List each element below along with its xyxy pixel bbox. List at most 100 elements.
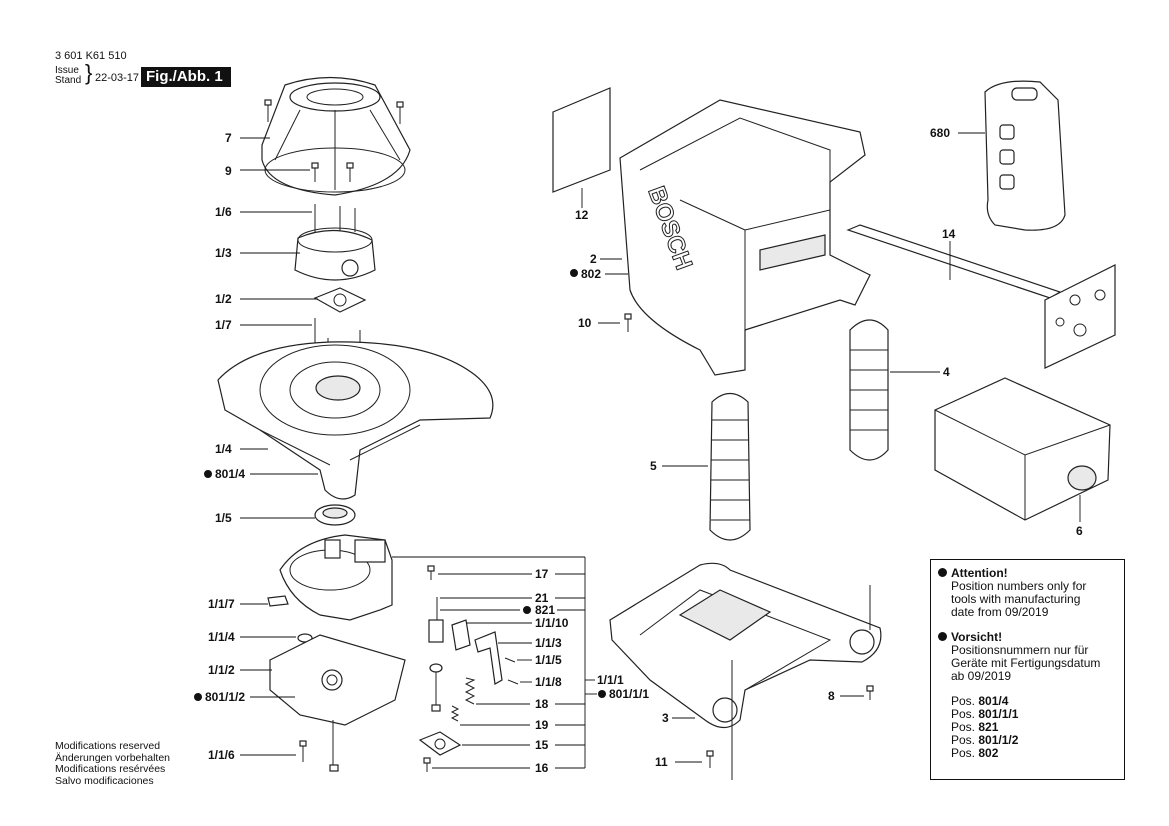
part-spring-18 (464, 677, 476, 705)
label-1-1-8: 1/1/8 (535, 675, 562, 689)
issue-date: 22-03-17 (95, 72, 140, 84)
part-screw-11 (706, 750, 714, 768)
part-screw-8 (866, 685, 874, 700)
label-19: 19 (535, 718, 549, 732)
part-ring-1-5 (314, 504, 356, 526)
label-1-1-10: 1/1/10 (535, 616, 569, 630)
label-1-4: 1/4 (215, 442, 232, 456)
label-9: 9 (225, 164, 232, 178)
figure-badge: Fig./Abb. 1 (141, 67, 231, 87)
mod-line-de: Änderungen vorbehalten (55, 751, 171, 764)
part-cap-1-3 (294, 227, 376, 281)
label-821: 821 (535, 603, 555, 617)
label-7: 7 (225, 131, 232, 145)
part-remote-control (984, 80, 1066, 231)
vorsicht-title: Vorsicht! (951, 630, 1003, 644)
part-bracket-14 (846, 224, 1116, 369)
part-screw-9a (311, 162, 319, 182)
part-screw-7b (396, 101, 404, 124)
part-screw-7a (264, 99, 272, 122)
label-11: 11 (655, 755, 668, 769)
label-15: 15 (535, 738, 549, 752)
part-bellows-4 (849, 319, 889, 461)
attention-line: Position numbers only for (951, 579, 1087, 593)
part-motor-unit (267, 534, 393, 621)
label-1-2: 1/2 (215, 292, 232, 306)
label-801-1-2: 801/1/2 (205, 690, 245, 704)
part-gasket-15 (418, 731, 462, 756)
bullet-icon (570, 269, 578, 277)
label-801-1-1: 801/1/1 (609, 687, 649, 701)
part-bellows-5 (709, 392, 751, 541)
part-screw-9b (346, 162, 354, 182)
document-code: 3 601 K61 510 (55, 50, 127, 62)
issue-label: Issue (55, 65, 79, 76)
notice-box: Attention! Position numbers only for too… (930, 559, 1125, 780)
label-1-1-2: 1/1/2 (208, 663, 235, 677)
mod-line-fr: Modifications resérvées (55, 763, 166, 775)
attention-line: tools with manufacturing (951, 592, 1081, 606)
label-1-1-3: 1/1/3 (535, 636, 562, 650)
mod-line-en: Modifications reserved (55, 740, 161, 752)
label-21: 21 (535, 591, 549, 605)
label-1-7: 1/7 (215, 318, 232, 332)
attention-title: Attention! (951, 566, 1008, 580)
part-screw-16 (423, 757, 431, 772)
part-screw-17 (427, 565, 435, 580)
part-screw-1-1-6 (299, 740, 307, 762)
modifications-note: Modifications reserved Änderungen vorbeh… (55, 740, 171, 787)
part-spindle-21 (428, 597, 444, 712)
part-housing-frame (217, 341, 494, 500)
bullet-icon (598, 690, 606, 698)
callout-labels: 7 9 1/6 1/3 1/2 1/7 1/4 801/4 1/5 1/1/7 … (194, 126, 1083, 775)
label-2: 2 (590, 252, 597, 266)
label-680: 680 (930, 126, 950, 140)
label-14: 14 (942, 227, 956, 241)
leader-lines (240, 132, 1081, 769)
label-1-1-1: 1/1/1 (597, 673, 624, 687)
part-plate-1-1-3 (474, 631, 503, 685)
label-1-1-7: 1/1/7 (208, 597, 235, 611)
vorsicht-line: Positionsnummern nur für (951, 643, 1089, 657)
label-5: 5 (650, 459, 657, 473)
label-1-6: 1/6 (215, 205, 232, 219)
part-head-cover (261, 76, 411, 196)
label-802: 802 (581, 267, 601, 281)
vorsicht-line: Geräte mit Fertigungsdatum (951, 656, 1101, 670)
label-3: 3 (662, 711, 669, 725)
part-mount-1-2 (313, 287, 367, 313)
bullet-icon (938, 568, 947, 577)
mod-line-es: Salvo modificaciones (55, 774, 154, 787)
part-battery-box (934, 377, 1111, 521)
part-circuit-board (269, 634, 406, 772)
label-4: 4 (943, 365, 950, 379)
part-screw-10 (624, 313, 632, 332)
part-spring-19 (450, 705, 460, 722)
stand-label: Stand (55, 75, 82, 86)
label-1-5: 1/5 (215, 511, 232, 525)
position-entry: Pos. 821 (951, 720, 999, 734)
label-8: 8 (828, 689, 835, 703)
position-entry: Pos. 802 (951, 746, 999, 760)
label-6: 6 (1076, 524, 1083, 538)
issue-stand-label: Issue Stand (55, 66, 81, 86)
part-screw-1-1-5 (504, 657, 516, 663)
label-18: 18 (535, 697, 549, 711)
part-bracket-1-1-10 (451, 619, 471, 651)
label-16: 16 (535, 761, 549, 775)
part-base-plate (609, 562, 882, 780)
brace-glyph: } (85, 60, 93, 85)
label-1-1-4: 1/1/4 (208, 630, 235, 644)
position-entry: Pos. 801/1/1 (951, 707, 1019, 721)
label-1-3: 1/3 (215, 246, 232, 260)
label-801-4: 801/4 (215, 467, 245, 481)
bullet-icon (194, 693, 202, 701)
attention-line: date from 09/2019 (951, 605, 1049, 619)
bullet-icon (938, 632, 947, 641)
position-entry: Pos. 801/4 (951, 694, 1009, 708)
label-12: 12 (575, 208, 589, 222)
part-housing-main (619, 99, 871, 376)
part-screw-1-1-8 (507, 679, 519, 685)
